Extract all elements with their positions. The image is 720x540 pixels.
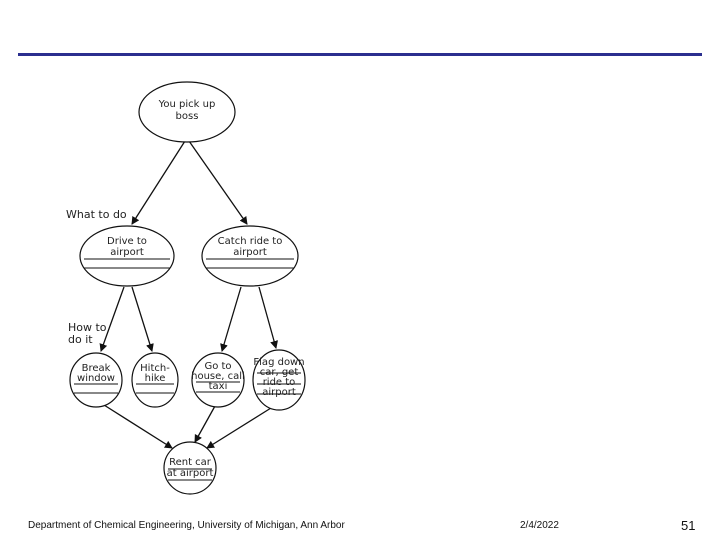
method-flag-down-car-text: car, get <box>260 367 299 378</box>
arrow-root-to-drive <box>131 140 186 225</box>
option-drive-to-airport-text: airport <box>110 247 144 258</box>
root-node-text: boss <box>176 111 199 122</box>
method-flag-down-car-text: Flag down <box>253 357 304 368</box>
title-divider <box>18 53 702 56</box>
goal-rent-car-at-airport-text: at airport <box>167 468 214 479</box>
method-hitchhike-text: Hitch- <box>140 363 170 374</box>
diagram-edges <box>99 140 278 449</box>
method-break-window-text: window <box>77 373 115 384</box>
option-catch-ride-to-airport-shape <box>201 225 299 287</box>
arrow-break-to-goal <box>103 404 173 449</box>
label-how-to-do-it: do it <box>68 333 93 346</box>
footer-page-number: 51 <box>681 518 696 533</box>
arrow-drive-to-break <box>99 286 125 352</box>
option-catch-ride-to-airport-text: Catch ride to <box>218 236 283 247</box>
method-flag-down-car-text: ride to <box>263 377 296 388</box>
label-how-to-do-it: How to <box>68 321 107 334</box>
method-break-window-shape <box>69 352 123 408</box>
option-drive-to-airport-shape <box>79 225 175 287</box>
method-go-to-house-call-taxi-text: taxi <box>209 381 228 392</box>
arrow-drive-to-hitch <box>131 286 154 352</box>
goal-rent-car-at-airport-text: Rent car <box>169 457 212 468</box>
root-node-text: You pick up <box>158 99 216 110</box>
method-hitchhike-text: hike <box>145 373 166 384</box>
label-what-to-do: What to do <box>66 208 127 221</box>
footer-date: 2/4/2022 <box>520 520 559 531</box>
option-drive-to-airport-text: Drive to <box>107 236 147 247</box>
method-go-to-house-call-taxi-text: house, call <box>191 371 245 382</box>
method-go-to-house-call-taxi-shape <box>191 352 245 408</box>
method-hitchhike-shape <box>131 352 179 408</box>
method-flag-down-car-text: airport <box>262 387 296 398</box>
option-catch-ride-to-airport-text: airport <box>233 247 267 258</box>
method-go-to-house-call-taxi-text: Go to <box>204 361 231 372</box>
method-break-window-text: Break <box>82 363 111 374</box>
arrow-root-to-ride <box>188 140 248 225</box>
arrow-taxi-to-goal <box>194 405 216 443</box>
method-hitchhike: Hitch-hike <box>131 352 179 408</box>
arrow-flag-to-goal <box>206 407 272 449</box>
arrow-ride-to-taxi <box>220 286 242 352</box>
footer-department: Department of Chemical Engineering, Univ… <box>28 520 345 531</box>
arrow-ride-to-flag <box>258 286 278 349</box>
method-flag-down-car-shape <box>252 349 306 411</box>
root-node-shape <box>138 81 236 143</box>
goal-rent-car-at-airport-shape <box>163 441 217 495</box>
